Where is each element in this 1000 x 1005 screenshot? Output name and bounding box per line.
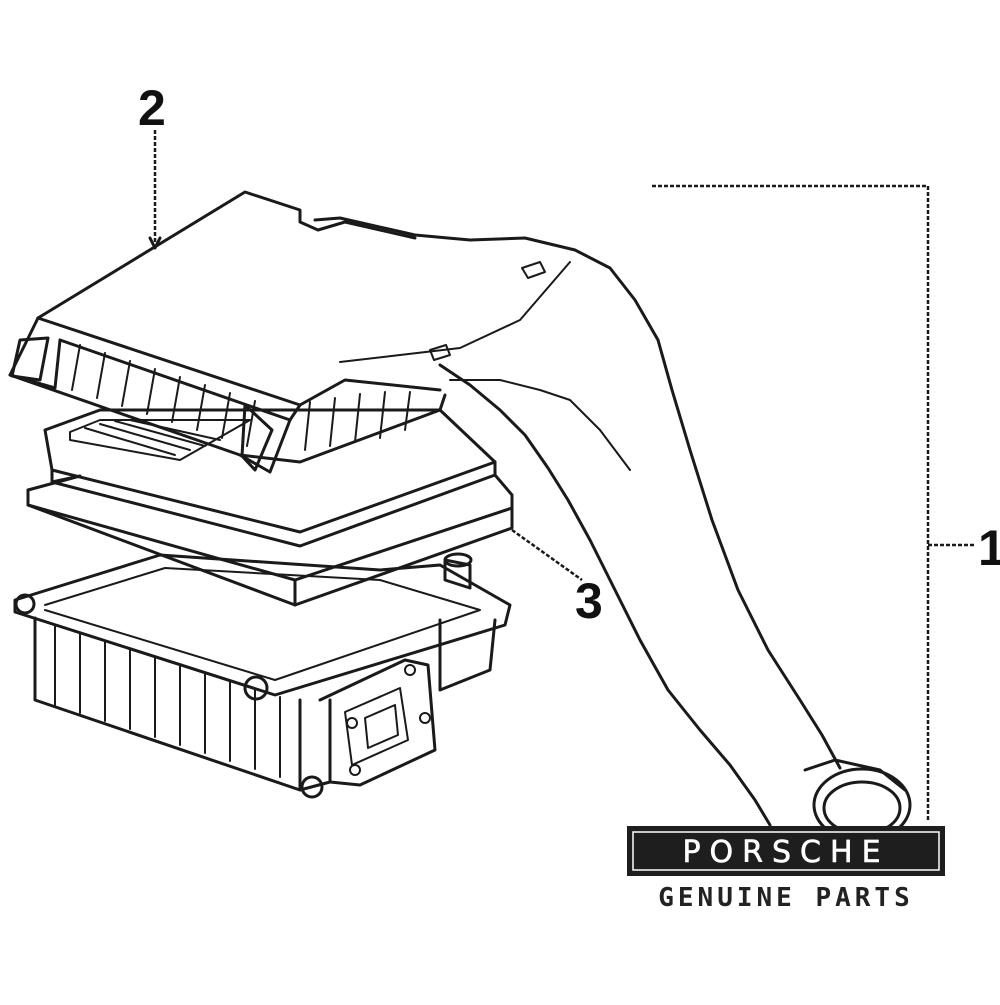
callout-3: 3 (575, 573, 603, 629)
callout-leaders (148, 130, 975, 820)
porsche-genuine-parts-logo: PORSCHE GENUINE PARTS (627, 826, 945, 913)
logo-tagline: GENUINE PARTS (658, 883, 914, 913)
housing-base (13, 552, 512, 799)
housing-lid (8, 190, 447, 474)
filter-element (26, 408, 514, 607)
logo-brand: PORSCHE (682, 835, 889, 870)
logo-band (627, 826, 945, 876)
callout-2: 2 (138, 80, 166, 136)
callout-1: 1 (978, 520, 1000, 576)
intake-duct (313, 216, 912, 843)
